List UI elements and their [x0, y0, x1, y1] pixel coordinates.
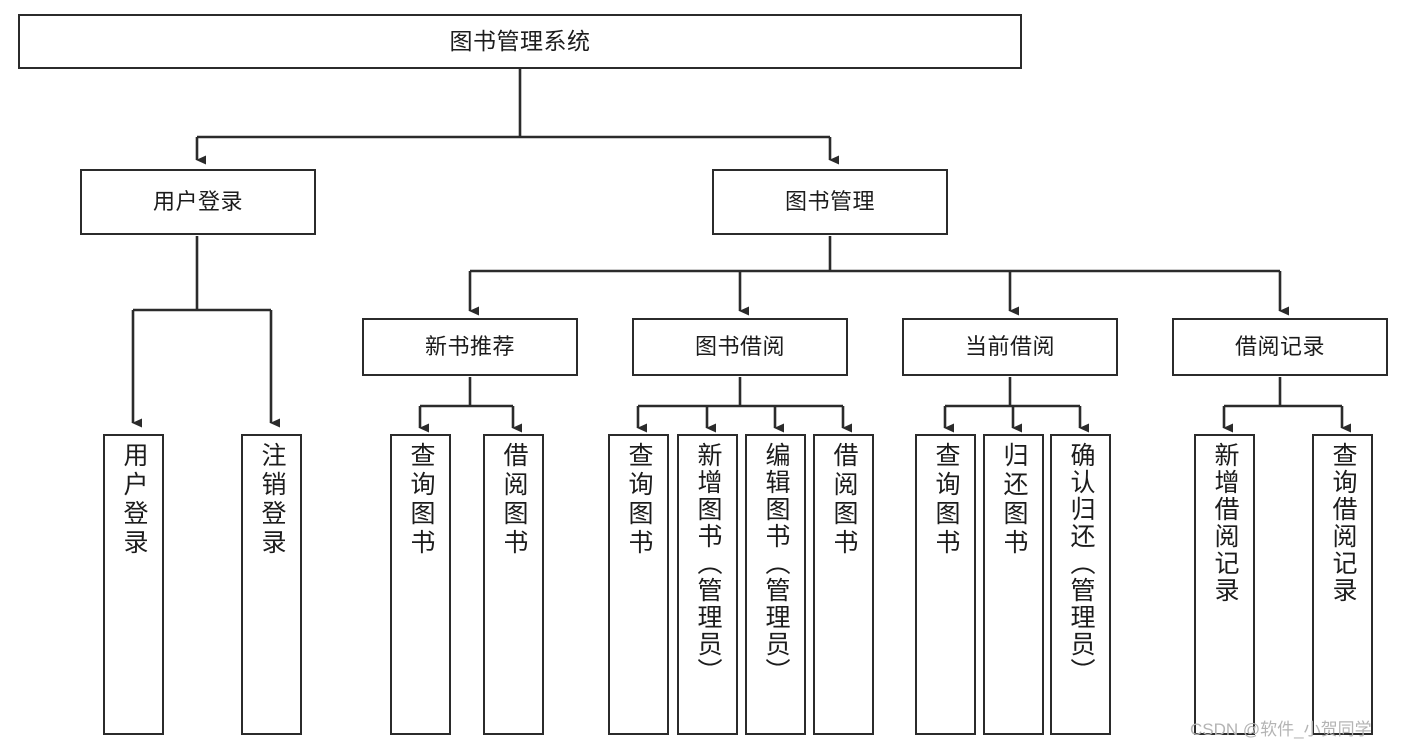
- leaf-user-login[interactable]: 用户登录: [103, 434, 164, 735]
- node-book-management-label: 图书管理: [784, 188, 875, 214]
- leaf-cb-query-book[interactable]: 查询图书: [915, 434, 976, 735]
- leaf-bw-borrow-book-label: 借阅图书: [830, 442, 858, 558]
- leaf-bw-edit-book-label: 编辑图书（管理员）: [762, 442, 790, 685]
- node-root-label: 图书管理系统: [449, 27, 591, 54]
- leaf-rc-query-record-label: 查询借阅记录: [1329, 442, 1357, 604]
- leaf-bw-query-book[interactable]: 查询图书: [608, 434, 669, 735]
- leaf-bw-add-book-label: 新增图书（管理员）: [694, 442, 722, 685]
- node-borrow-records[interactable]: 借阅记录: [1172, 318, 1388, 376]
- leaf-logout-label: 注销登录: [258, 442, 286, 558]
- csdn-watermark: CSDN @软件_小贺同学: [1190, 720, 1372, 739]
- leaf-user-login-label: 用户登录: [120, 442, 148, 558]
- node-current-borrow-label: 当前借阅: [964, 333, 1055, 359]
- node-book-borrow[interactable]: 图书借阅: [632, 318, 848, 376]
- leaf-nb-query-book[interactable]: 查询图书: [390, 434, 451, 735]
- leaf-nb-query-book-label: 查询图书: [407, 442, 435, 558]
- node-new-book-recommend-label: 新书推荐: [424, 333, 515, 359]
- leaf-cb-query-book-label: 查询图书: [932, 442, 960, 558]
- leaf-nb-borrow-book-label: 借阅图书: [500, 442, 528, 558]
- leaf-nb-borrow-book[interactable]: 借阅图书: [483, 434, 544, 735]
- node-root[interactable]: 图书管理系统: [18, 14, 1022, 69]
- node-user-login[interactable]: 用户登录: [80, 169, 316, 235]
- leaf-cb-return-book-label: 归还图书: [1000, 442, 1028, 558]
- node-borrow-records-label: 借阅记录: [1234, 333, 1325, 359]
- leaf-rc-query-record[interactable]: 查询借阅记录: [1312, 434, 1373, 735]
- leaf-cb-confirm-return-label: 确认归还（管理员）: [1067, 442, 1095, 685]
- leaf-cb-return-book[interactable]: 归还图书: [983, 434, 1044, 735]
- leaf-logout[interactable]: 注销登录: [241, 434, 302, 735]
- leaf-bw-add-book[interactable]: 新增图书（管理员）: [677, 434, 738, 735]
- node-new-book-recommend[interactable]: 新书推荐: [362, 318, 578, 376]
- node-book-borrow-label: 图书借阅: [694, 333, 785, 359]
- node-user-login-label: 用户登录: [152, 188, 243, 214]
- leaf-rc-add-record[interactable]: 新增借阅记录: [1194, 434, 1255, 735]
- leaf-bw-query-book-label: 查询图书: [625, 442, 653, 558]
- leaf-bw-edit-book[interactable]: 编辑图书（管理员）: [745, 434, 806, 735]
- node-current-borrow[interactable]: 当前借阅: [902, 318, 1118, 376]
- leaf-bw-borrow-book[interactable]: 借阅图书: [813, 434, 874, 735]
- leaf-cb-confirm-return[interactable]: 确认归还（管理员）: [1050, 434, 1111, 735]
- leaf-rc-add-record-label: 新增借阅记录: [1211, 442, 1239, 604]
- node-book-management[interactable]: 图书管理: [712, 169, 948, 235]
